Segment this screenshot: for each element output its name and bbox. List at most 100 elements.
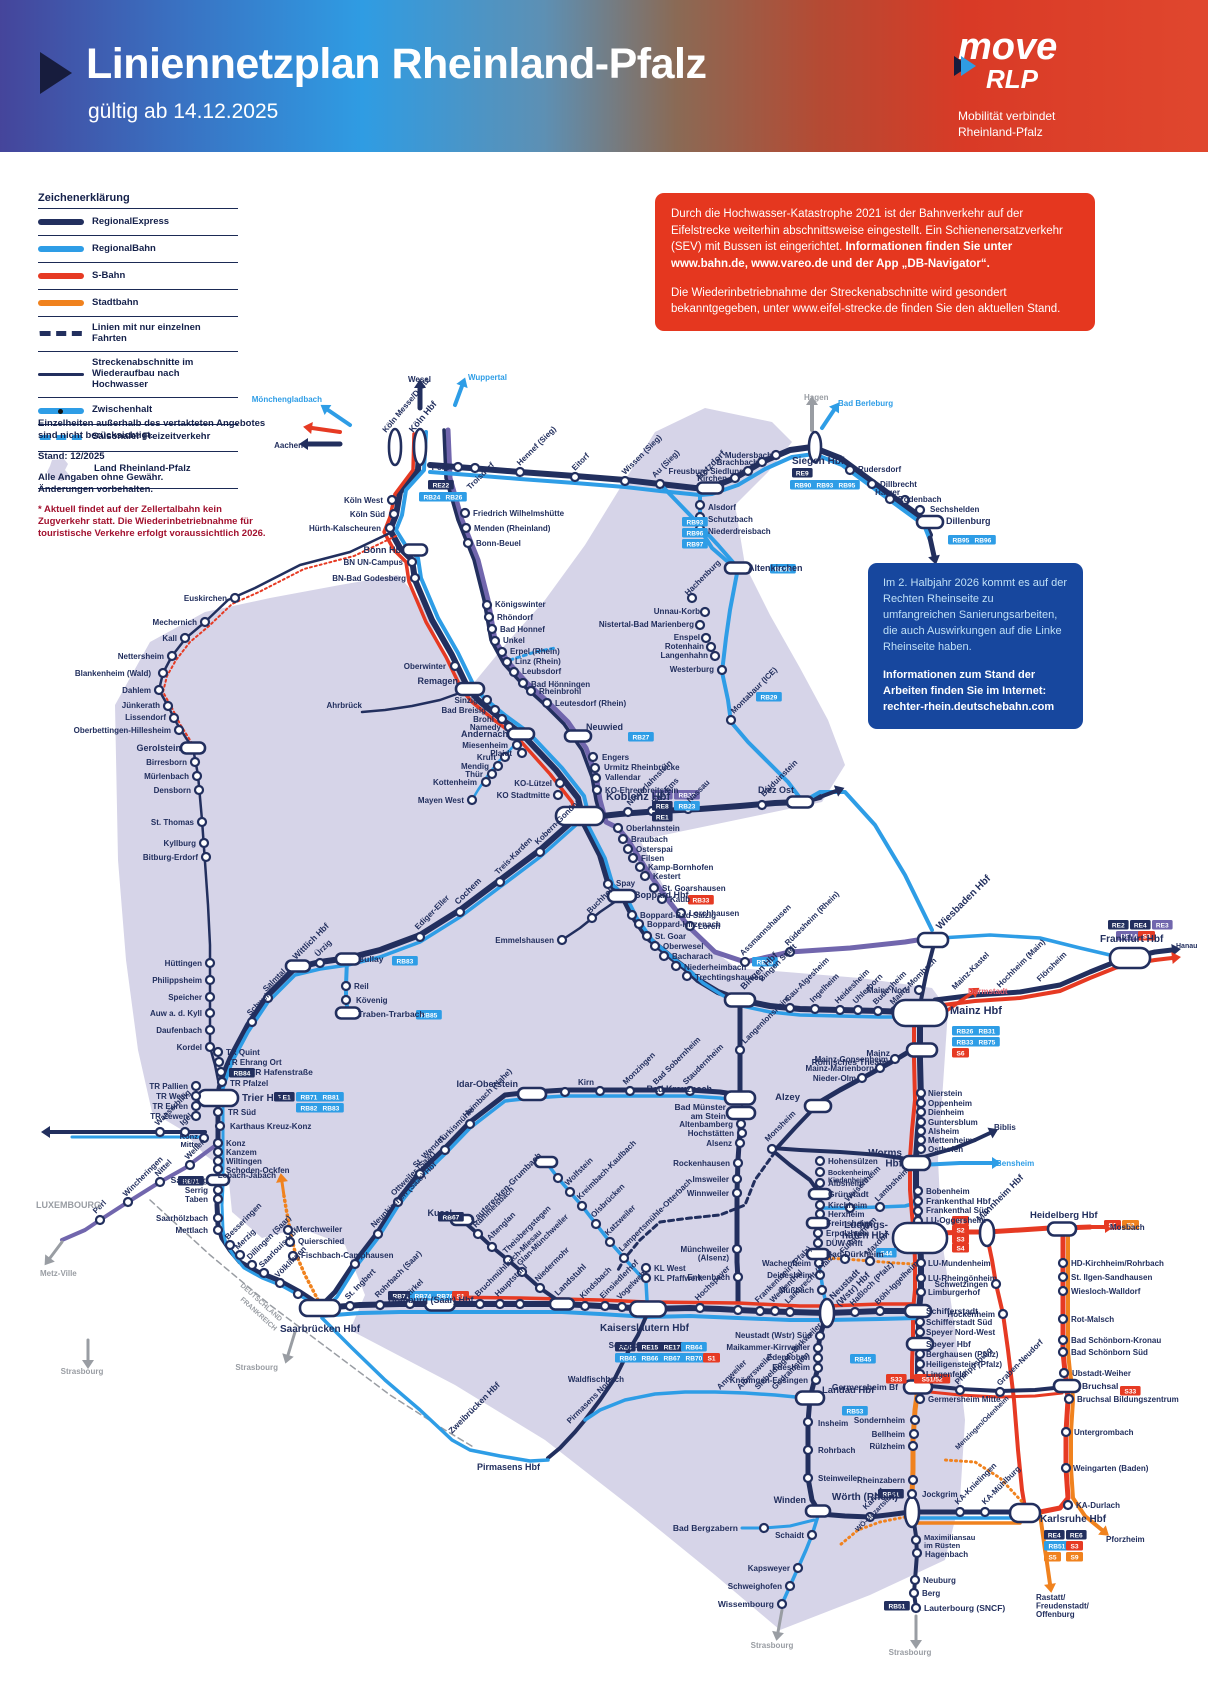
- line-badge: [178, 1176, 204, 1186]
- station-label: Konz: [226, 1139, 246, 1148]
- station-label: Auw a. d. Kyll: [150, 1009, 202, 1018]
- station-hub: [725, 1105, 757, 1121]
- station-stop: [640, 1262, 652, 1274]
- station-label: TR Pfalzel: [230, 1079, 268, 1088]
- line-badge: [948, 535, 974, 545]
- station-hub: [628, 1300, 668, 1318]
- station-stop: [915, 1257, 927, 1269]
- rail-line: [838, 1514, 912, 1547]
- station-stop: [229, 592, 241, 604]
- station-stop: [406, 556, 418, 568]
- station-label: Strasbourg: [751, 1641, 794, 1650]
- station-label: Königswinter: [495, 600, 546, 609]
- line-badge: [834, 480, 860, 490]
- line-badge-label: RE1: [278, 1094, 291, 1101]
- station-label: Haiger: [875, 488, 900, 497]
- station-stop: [372, 1228, 384, 1240]
- line-badge: [886, 1374, 907, 1384]
- station-stop: [814, 1269, 826, 1281]
- rail-line: [943, 1458, 1027, 1507]
- station-stop: [384, 522, 396, 534]
- station-hub: [891, 998, 949, 1028]
- station-hub: [548, 1297, 576, 1311]
- station-label: Vallendar: [605, 773, 641, 782]
- station-label: Kirchheim: [828, 1201, 867, 1210]
- station-label: Schoden-Ockfen: [226, 1166, 290, 1175]
- station-stop: [224, 1239, 236, 1251]
- station-label: Oberwinter: [404, 662, 446, 671]
- station-stop: [284, 1236, 296, 1248]
- line-badge-label: RB29: [760, 694, 777, 701]
- station-label: Densborn: [154, 786, 191, 795]
- station-stop: [874, 1201, 886, 1213]
- station-hub: [334, 952, 362, 966]
- station-label: Nettersheim: [118, 652, 164, 661]
- station-stop: [204, 1041, 216, 1053]
- header-banner: Liniennetzplan Rheinland-Pfalz gültig ab…: [0, 0, 1208, 152]
- rail-line: [546, 1310, 650, 1460]
- station-label: Kusel: [427, 1208, 452, 1218]
- station-stop: [191, 770, 203, 782]
- station-label: Germersheim Bf: [832, 1382, 898, 1392]
- station-label: Schwetzingen: [935, 1280, 988, 1289]
- station-hub: [785, 795, 815, 809]
- station-stop: [349, 1258, 361, 1270]
- line-badge-label: RB67: [442, 1214, 459, 1221]
- station-label: Kövenig: [356, 996, 388, 1005]
- line-badge-label: RB83: [322, 1105, 339, 1112]
- station-stop: [725, 714, 737, 726]
- station-stop: [1057, 1285, 1069, 1297]
- station-stop: [994, 1386, 1006, 1398]
- station-stop: [889, 1053, 901, 1065]
- station-stop: [742, 465, 754, 477]
- line-badge-label: RB96: [974, 537, 991, 544]
- station-stop: [173, 724, 185, 736]
- station-stop: [839, 1253, 851, 1265]
- rail-line: [985, 1234, 1027, 1510]
- station-label: Landau Hbf: [822, 1385, 875, 1396]
- station-label: St. Goarshausen: [662, 884, 726, 893]
- station-label: Oberlahnstein: [626, 824, 680, 833]
- station-stop: [699, 606, 711, 618]
- station-label: Wörth (Rhein): [832, 1492, 898, 1503]
- station-stop: [907, 1440, 919, 1452]
- line-badge-label: S4: [956, 1245, 964, 1252]
- single-trips-line-icon: [38, 327, 84, 341]
- station-label: Speyer Nord-West: [926, 1328, 996, 1337]
- line-badge-label: RB90: [774, 566, 791, 573]
- station-label: Speicher: [168, 993, 202, 1002]
- station-stop: [874, 1305, 886, 1317]
- note-disclaimer: Alle Angaben ohne Gewähr. Änderungen vor…: [38, 471, 164, 495]
- station-label: Serrig: [185, 1186, 208, 1195]
- station-stop: [414, 1168, 426, 1180]
- line-badge: [974, 1026, 1000, 1036]
- line-badge: [428, 480, 454, 490]
- station-label: Enspel: [674, 633, 700, 642]
- line-badge-label: RB33: [956, 1039, 973, 1046]
- line-badge-label: RB33: [692, 897, 709, 904]
- station-stop: [486, 1241, 498, 1253]
- station-stop: [552, 1172, 564, 1184]
- line-badge: [952, 1026, 978, 1036]
- station-label: Filsen: [641, 854, 664, 863]
- station-hub: [900, 1154, 932, 1172]
- station-label: Ubstadt-Weiher: [1072, 1369, 1131, 1378]
- line-badge-label: RB81: [322, 1094, 339, 1101]
- station-label: Mainz Hbf: [950, 1005, 1002, 1017]
- station-label: HD-Kirchheim/Rohrbach: [1071, 1259, 1164, 1268]
- station-stop: [193, 784, 205, 796]
- station-stop: [374, 1299, 386, 1311]
- line-badge: [952, 1037, 978, 1047]
- station-stop: [216, 1076, 228, 1088]
- station-label: Sinzig: [454, 696, 478, 705]
- station-stop: [709, 650, 721, 662]
- line-badge-label: RB51: [1048, 1543, 1065, 1550]
- line-badge-label: RB71: [300, 1094, 317, 1101]
- line-badge-label: RB84: [233, 1070, 250, 1077]
- station-hub: [818, 1297, 836, 1329]
- station-stop: [731, 1187, 743, 1199]
- station-stop: [1057, 1334, 1069, 1346]
- legend-item: Land Rheinland-Pfalz: [38, 450, 238, 489]
- station-stop: [915, 1286, 927, 1298]
